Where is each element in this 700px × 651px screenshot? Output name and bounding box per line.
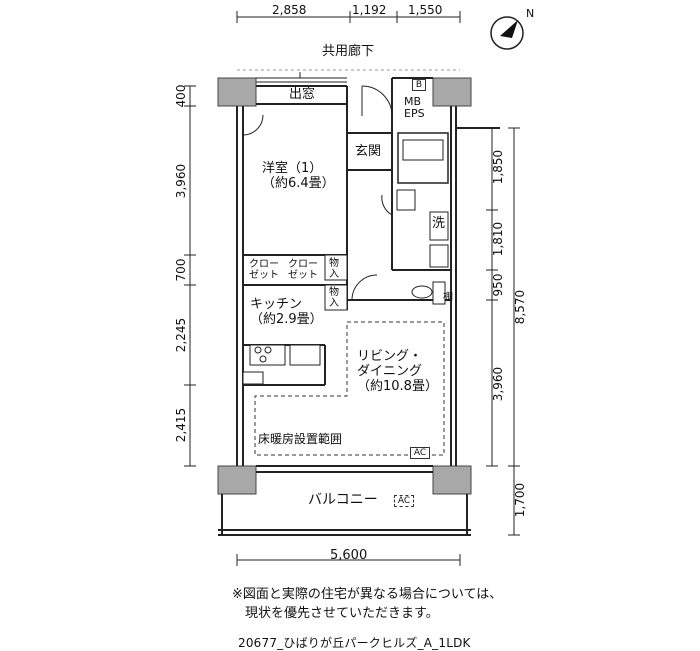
stove-burners xyxy=(254,346,272,363)
corridor-label: 共用廊下 xyxy=(322,44,375,59)
left-dim-1: 400 xyxy=(174,84,188,108)
plan-code: 20677_ひばりが丘パークヒルズ_A_1LDK xyxy=(238,636,471,650)
window-glazing xyxy=(256,72,347,83)
right-dim-4: 3,960 xyxy=(491,366,505,402)
mb-b-label: B xyxy=(412,79,426,91)
left-dim-4: 2,245 xyxy=(174,317,188,353)
right-dimension-lines xyxy=(486,127,520,536)
compass-north-label: N xyxy=(526,7,535,20)
closet-a-label: クロー ゼット xyxy=(249,259,279,281)
left-dim-3: 700 xyxy=(174,258,188,282)
storage-a-label: 物 入 xyxy=(329,258,339,280)
right-dim-3: 950 xyxy=(491,273,505,297)
bottom-dimension-line xyxy=(236,554,461,566)
ac-balcony-label: AC xyxy=(394,495,414,507)
left-dim-2: 3,960 xyxy=(174,163,188,199)
top-dim-3: 1,550 xyxy=(408,3,443,17)
kitchen-label: キッチン （約2.9畳） xyxy=(250,297,323,327)
compass-icon xyxy=(490,16,524,50)
bottom-dim: 5,600 xyxy=(330,548,368,563)
living-label: リビング・ ダイニング （約10.8畳） xyxy=(357,349,438,394)
balcony-label: バルコニー xyxy=(308,492,378,508)
left-dimension-line xyxy=(184,85,196,467)
storage-b-label: 物 入 xyxy=(329,287,339,309)
shelf-label: 棚 xyxy=(443,292,453,303)
floor-heating-label: 床暖房設置範囲 xyxy=(258,432,343,446)
top-dim-1: 2,858 xyxy=(272,3,307,17)
disclaimer-note: ※図面と実際の住宅が異なる場合については、 現状を優先させていただきます。 xyxy=(232,587,503,621)
left-dim-5: 2,415 xyxy=(174,407,188,443)
western-room-label: 洋室（1） （約6.4畳） xyxy=(262,161,335,191)
right-dim-1: 1,850 xyxy=(491,149,505,185)
mb-eps-label: MB EPS xyxy=(404,95,425,121)
right-dim-5: 1,700 xyxy=(513,482,527,518)
entrance-label: 玄関 xyxy=(355,144,382,159)
right-total-dim: 8,570 xyxy=(513,289,527,325)
washroom-label: 洗 xyxy=(432,216,446,231)
door-swings xyxy=(242,85,393,301)
top-dimension-line xyxy=(236,11,461,23)
closet-b-label: クロー ゼット xyxy=(288,259,318,281)
equipment xyxy=(242,189,449,385)
floor-heating-boundary xyxy=(254,321,445,456)
top-dim-2: 1,192 xyxy=(352,3,387,17)
right-dim-2: 1,810 xyxy=(491,221,505,257)
ac-living-label: AC xyxy=(410,447,430,459)
window-label: 出窓 xyxy=(289,87,316,102)
